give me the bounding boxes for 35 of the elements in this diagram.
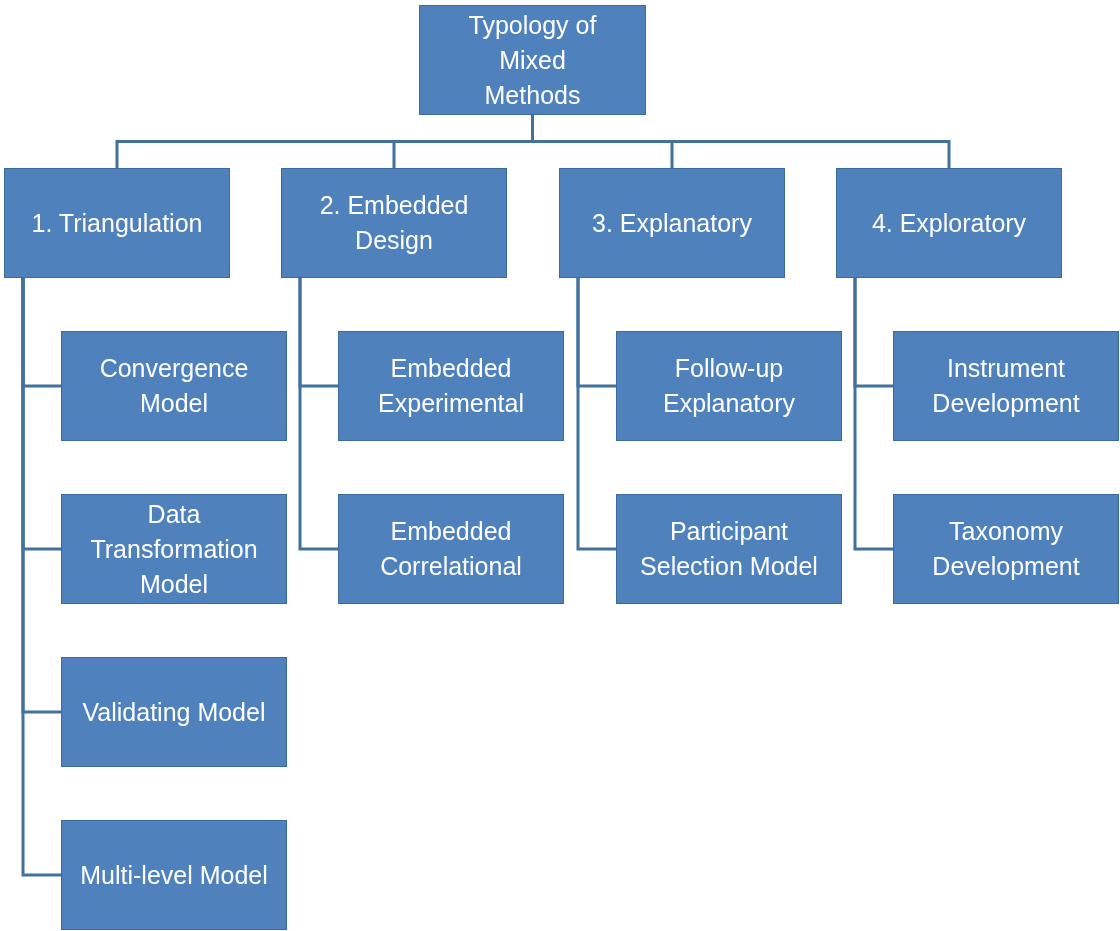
- node-label: Follow-up Explanatory: [662, 353, 796, 419]
- category-box: [281, 168, 507, 278]
- category-box: [559, 168, 785, 278]
- category-box: [616, 494, 842, 604]
- connector-line: [21, 278, 61, 877]
- category-box: [61, 820, 287, 930]
- root-box: [419, 5, 646, 115]
- node-label: Taxonomy Development: [931, 516, 1081, 582]
- category-box: [4, 168, 230, 278]
- connector-line: [531, 115, 951, 168]
- category-box: [338, 494, 564, 604]
- node-label: 4. Exploratory: [871, 207, 1027, 239]
- connector-line: [853, 278, 893, 551]
- node-label: Typology of Mixed Methods: [467, 9, 598, 111]
- category-box: [616, 331, 842, 441]
- category-box: [61, 494, 287, 604]
- category-box: [338, 331, 564, 441]
- node-label: 3. Explanatory: [592, 207, 752, 239]
- category-box: [893, 331, 1119, 441]
- node-label: Convergence Model: [98, 353, 250, 419]
- category-box: [61, 657, 287, 767]
- node-label: Embedded Correlational: [379, 516, 523, 582]
- node-label: 1. Triangulation: [31, 207, 203, 239]
- node-label: Data Transformation Model: [89, 498, 259, 600]
- category-box: [836, 168, 1062, 278]
- node-label: Participant Selection Model: [639, 516, 819, 582]
- node-label: Validating Model: [82, 696, 266, 728]
- category-box: [893, 494, 1119, 604]
- connector-line: [576, 278, 616, 551]
- node-label: Instrument Development: [931, 353, 1081, 419]
- node-label: Multi-level Model: [80, 859, 268, 891]
- category-box: [61, 331, 287, 441]
- node-label: Embedded Experimental: [377, 353, 525, 419]
- node-label: 2. Embedded Design: [318, 190, 470, 256]
- connector-line: [298, 278, 338, 551]
